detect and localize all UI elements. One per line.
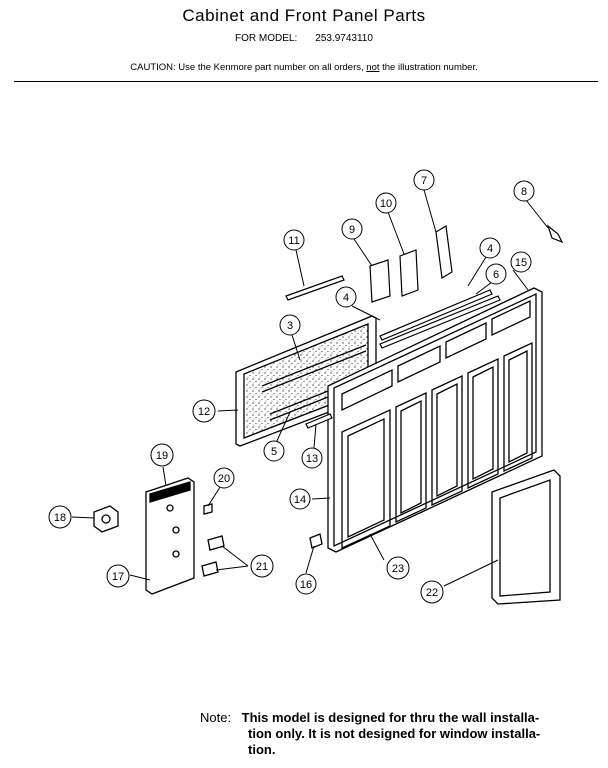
callout-14: 14	[289, 488, 311, 510]
callout-4-right: 4	[479, 237, 501, 259]
callout-9: 9	[341, 218, 363, 240]
callout-16: 16	[295, 573, 317, 595]
callout-13: 13	[301, 447, 323, 469]
installation-note: Note: This model is designed for thru th…	[200, 710, 600, 758]
part-front-panel	[327, 287, 543, 553]
callout-6: 6	[485, 263, 507, 285]
callout-10: 10	[375, 192, 397, 214]
svg-text:4: 4	[343, 292, 349, 304]
svg-text:4: 4	[487, 243, 493, 255]
svg-text:9: 9	[349, 224, 355, 236]
leader-lines	[71, 189, 549, 587]
svg-text:3: 3	[287, 320, 293, 332]
note-line-3: tion.	[248, 742, 276, 757]
caution-suffix: the illustration number.	[379, 62, 478, 73]
callout-3: 3	[279, 314, 301, 336]
callout-19: 19	[150, 443, 174, 467]
part-control-board	[93, 477, 323, 595]
caution-prefix: CAUTION: Use the Kenmore part number on …	[130, 62, 367, 73]
svg-text:7: 7	[421, 175, 427, 187]
part-top-strips	[285, 275, 501, 429]
svg-text:10: 10	[380, 198, 392, 210]
svg-text:17: 17	[112, 571, 124, 583]
model-number: 253.9743110	[315, 33, 373, 44]
note-line-2: tion only. It is not designed for window…	[248, 726, 541, 741]
callout-5: 5	[263, 440, 285, 462]
callout-11: 11	[283, 229, 305, 251]
caution-text: CAUTION: Use the Kenmore part number on …	[0, 62, 608, 73]
callout-17: 17	[106, 564, 130, 588]
part-side-trim	[491, 469, 561, 605]
svg-text:18: 18	[54, 512, 66, 524]
svg-text:12: 12	[198, 406, 210, 418]
callout-22: 22	[420, 580, 444, 604]
model-line: FOR MODEL: 253.9743110	[0, 33, 608, 44]
header-divider	[14, 81, 598, 82]
note-line-1: This model is designed for thru the wall…	[241, 710, 540, 725]
svg-text:14: 14	[294, 494, 306, 506]
part-brackets	[369, 224, 564, 303]
callout-20: 20	[213, 467, 235, 489]
caution-not: not	[366, 62, 380, 73]
callout-8: 8	[513, 180, 535, 202]
callout-7: 7	[413, 169, 435, 191]
callout-21: 21	[250, 554, 274, 578]
callout-12: 12	[192, 399, 216, 423]
svg-text:19: 19	[156, 450, 168, 462]
svg-text:22: 22	[426, 587, 438, 599]
model-label: FOR MODEL:	[235, 33, 298, 44]
svg-text:8: 8	[521, 186, 527, 198]
svg-text:15: 15	[515, 257, 527, 269]
callout-18: 18	[48, 505, 72, 529]
note-label: Note:	[200, 710, 232, 725]
page-title: Cabinet and Front Panel Parts	[182, 6, 426, 25]
callout-23: 23	[386, 556, 410, 580]
svg-text:11: 11	[288, 235, 299, 247]
svg-text:5: 5	[271, 446, 277, 458]
svg-text:13: 13	[306, 453, 318, 465]
svg-text:23: 23	[392, 563, 404, 575]
callout-4-left: 4	[335, 286, 357, 308]
svg-text:21: 21	[256, 561, 268, 573]
svg-text:6: 6	[493, 269, 499, 281]
svg-text:16: 16	[300, 579, 312, 591]
callout-labels: 3 4 4 5 6 7 8 9 10 11 12 13 14 15 16 17 …	[48, 169, 535, 604]
svg-text:20: 20	[218, 473, 230, 485]
callout-15: 15	[510, 251, 532, 273]
